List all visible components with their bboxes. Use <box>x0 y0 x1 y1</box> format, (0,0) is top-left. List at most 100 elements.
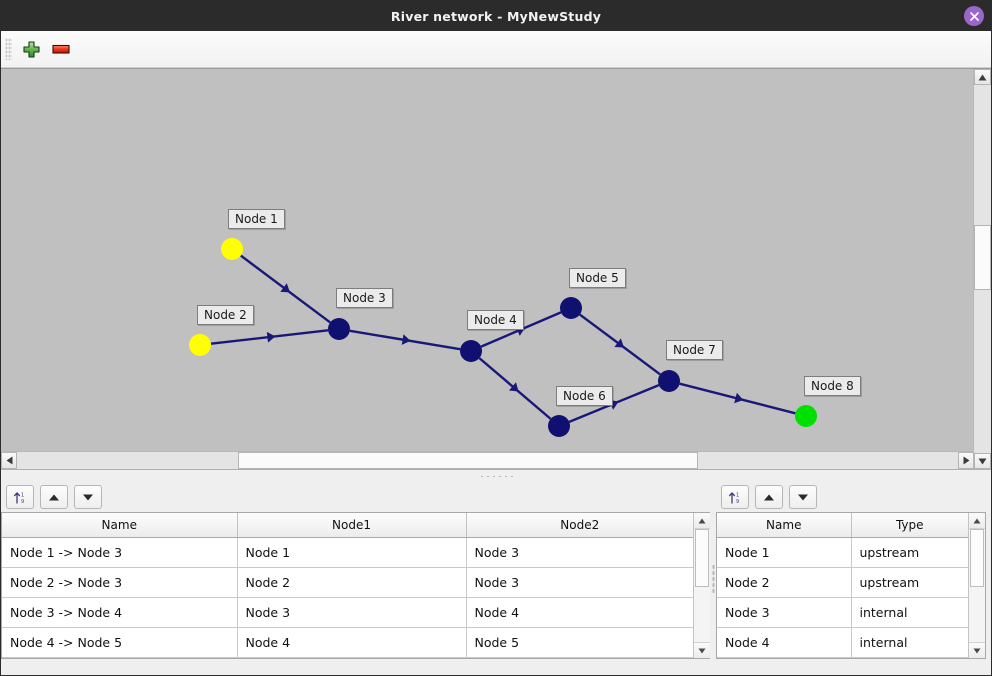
table-row[interactable] <box>717 657 968 658</box>
branch-cell[interactable] <box>237 657 467 658</box>
branch-scroll-thumb[interactable] <box>695 529 709 587</box>
branch-cell[interactable]: Node 3 -> Node 4 <box>2 597 238 628</box>
branch-sort-button[interactable]: 1 9 <box>6 485 34 509</box>
branch-scroll-track[interactable] <box>694 529 710 642</box>
canvas-scroll-right-button[interactable] <box>958 452 974 469</box>
branch-cell[interactable] <box>2 657 238 658</box>
branch-cell[interactable]: Node 4 -> Node 5 <box>2 627 238 658</box>
node-move-down-button[interactable] <box>789 485 817 509</box>
graph-node-node-6[interactable] <box>548 415 570 437</box>
branch-cell[interactable] <box>466 657 693 658</box>
branch-cell[interactable]: Node 2 <box>237 567 467 598</box>
triangle-up-icon <box>978 74 987 80</box>
add-node-icon <box>22 40 40 58</box>
canvas-vertical-scrollbar[interactable] <box>973 69 991 469</box>
graph-node-node-1[interactable] <box>221 238 243 260</box>
node-sort-button[interactable]: 1 9 <box>721 485 749 509</box>
vertical-splitter[interactable] <box>710 482 716 675</box>
node-table-vertical-scrollbar[interactable] <box>968 513 985 658</box>
toolbar-drag-grip[interactable] <box>5 38 12 60</box>
move-up-icon <box>49 494 59 500</box>
node-cell[interactable] <box>717 657 852 658</box>
node-cell[interactable]: upstream <box>851 537 968 568</box>
triangle-down-icon <box>973 648 981 653</box>
node-cell[interactable]: Node 2 <box>717 567 852 598</box>
graph-node-label-node-4[interactable]: Node 4 <box>467 310 524 330</box>
branch-scroll-up-button[interactable] <box>694 513 710 529</box>
branch-cell[interactable]: Node 2 -> Node 3 <box>2 567 238 598</box>
add-node-button[interactable] <box>16 34 46 64</box>
node-scroll-track[interactable] <box>969 529 985 642</box>
node-cell[interactable]: internal <box>851 627 968 658</box>
network-graph-canvas[interactable]: Node 1 Node 2 Node 3 Node 4 Node 5 Node 6 Node… <box>1 68 991 469</box>
graph-node-node-3[interactable] <box>328 318 350 340</box>
sort-icon: 1 9 <box>13 491 24 505</box>
graph-node-label-node-7[interactable]: Node 7 <box>666 340 723 360</box>
close-window-button[interactable] <box>964 6 984 26</box>
graph-node-label-node-1[interactable]: Node 1 <box>228 209 285 229</box>
branch-table-vertical-scrollbar[interactable] <box>693 513 710 658</box>
graph-node-node-5[interactable] <box>560 297 582 319</box>
branch-column-header[interactable]: Name <box>2 513 238 538</box>
branch-cell[interactable]: Node 1 <box>237 537 467 568</box>
graph-node-node-2[interactable] <box>189 334 211 356</box>
canvas-vertical-scroll-track[interactable] <box>974 85 991 453</box>
branch-cell[interactable]: Node 4 <box>237 627 467 658</box>
branch-move-up-button[interactable] <box>40 485 68 509</box>
branch-cell[interactable]: Node 4 <box>466 597 693 628</box>
node-scroll-thumb[interactable] <box>970 529 984 587</box>
canvas-horizontal-scroll-thumb[interactable] <box>238 452 698 469</box>
branch-cell[interactable]: Node 3 <box>466 567 693 598</box>
graph-node-label-node-2[interactable]: Node 2 <box>197 305 254 325</box>
node-cell[interactable]: internal <box>851 597 968 628</box>
graph-node-node-4[interactable] <box>460 340 482 362</box>
node-cell[interactable]: upstream <box>851 567 968 598</box>
move-down-icon <box>83 494 93 500</box>
graph-edge-arrowhead <box>734 392 744 404</box>
canvas-vertical-scroll-thumb[interactable] <box>974 225 991 290</box>
branch-cell[interactable]: Node 3 <box>237 597 467 628</box>
branch-cell[interactable]: Node 5 <box>466 627 693 658</box>
canvas-horizontal-scroll-track[interactable] <box>17 452 958 469</box>
node-column-header[interactable]: Type <box>851 513 968 538</box>
branch-cell[interactable]: Node 3 <box>466 537 693 568</box>
canvas-scroll-down-button[interactable] <box>974 453 991 469</box>
branch-column-header[interactable]: Node1 <box>237 513 467 538</box>
branch-cell[interactable]: Node 1 -> Node 3 <box>2 537 238 568</box>
table-row[interactable] <box>2 657 693 658</box>
node-cell[interactable]: Node 3 <box>717 597 852 628</box>
node-scroll-down-button[interactable] <box>969 642 985 658</box>
delete-node-button[interactable] <box>46 34 76 64</box>
canvas-horizontal-scrollbar[interactable] <box>1 451 974 469</box>
node-cell[interactable]: Node 1 <box>717 537 852 568</box>
branch-column-header[interactable]: Node2 <box>466 513 693 538</box>
node-cell[interactable]: Node 4 <box>717 627 852 658</box>
graph-node-node-8[interactable] <box>795 405 817 427</box>
node-scroll-up-button[interactable] <box>969 513 985 529</box>
graph-node-label-node-8[interactable]: Node 8 <box>804 376 861 396</box>
node-table-pane: 1 9 <box>716 482 991 675</box>
branch-scroll-down-button[interactable] <box>694 642 710 658</box>
node-cell[interactable] <box>851 657 968 658</box>
node-move-up-button[interactable] <box>755 485 783 509</box>
canvas-scroll-left-button[interactable] <box>1 452 17 469</box>
graph-node-node-7[interactable] <box>658 370 680 392</box>
horizontal-splitter[interactable] <box>1 469 991 482</box>
node-column-header[interactable]: Name <box>717 513 852 538</box>
graph-node-label-node-5[interactable]: Node 5 <box>569 268 626 288</box>
branch-move-down-button[interactable] <box>74 485 102 509</box>
canvas-scroll-up-button[interactable] <box>974 69 991 85</box>
graph-node-label-node-3[interactable]: Node 3 <box>336 288 393 308</box>
graph-node-label-node-6[interactable]: Node 6 <box>556 386 613 406</box>
